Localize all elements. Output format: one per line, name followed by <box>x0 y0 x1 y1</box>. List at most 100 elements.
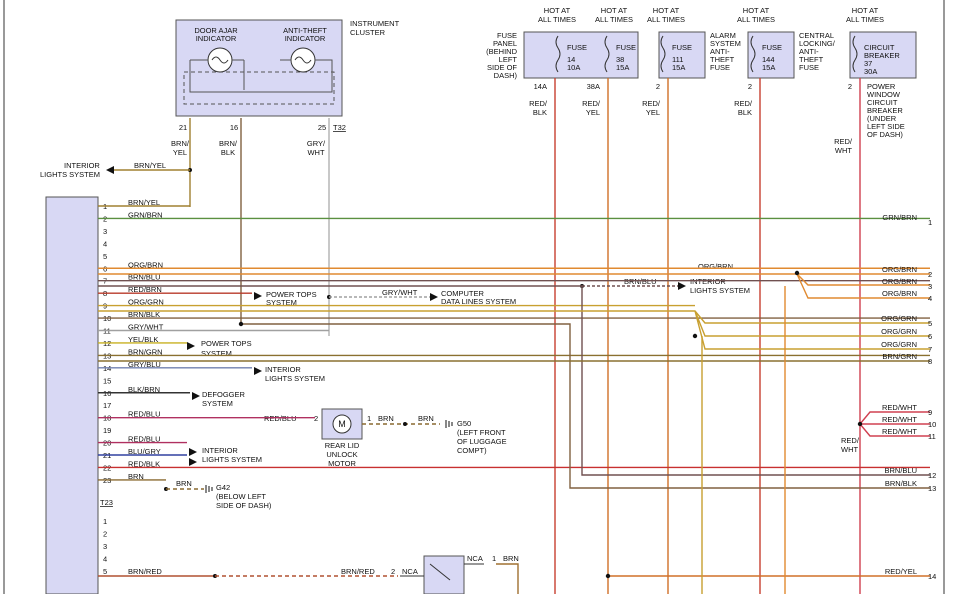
svg-text:ORG/BRN: ORG/BRN <box>882 277 917 286</box>
module-pin-9: 9ORG/GRN <box>103 298 164 311</box>
svg-text:LEFT SIDE: LEFT SIDE <box>867 122 905 131</box>
fuse-icon <box>660 35 666 73</box>
dest-defogger-1: DEFOGGER <box>202 390 246 399</box>
svg-text:ORG/GRN: ORG/GRN <box>881 327 917 336</box>
svg-text:5: 5 <box>928 319 932 328</box>
svg-text:6: 6 <box>928 332 932 341</box>
ground-icon <box>445 420 453 428</box>
svg-text:BRN/GRN: BRN/GRN <box>882 352 917 361</box>
svg-text:1: 1 <box>928 218 932 227</box>
svg-text:SIDE OF: SIDE OF <box>487 63 517 72</box>
svg-text:ORG/BRN: ORG/BRN <box>882 289 917 298</box>
antitheft-label-1: ANTI-THEFT <box>283 26 327 35</box>
svg-text:15A: 15A <box>762 63 775 72</box>
lower-pin: 2 <box>103 530 107 539</box>
module-pin-13: 13BRN/GRN <box>103 347 163 360</box>
svg-text:HOT AT: HOT AT <box>601 6 628 15</box>
module-pin-23: 23BRN <box>103 472 144 485</box>
svg-text:ALARM: ALARM <box>710 31 736 40</box>
svg-text:9: 9 <box>928 408 932 417</box>
svg-text:RED/WHT: RED/WHT <box>882 415 917 424</box>
module-pin-16: 16BLK/BRN <box>103 385 160 398</box>
fuse-icon <box>750 35 756 73</box>
module-pin-4: 4 <box>103 239 107 248</box>
svg-text:4: 4 <box>103 239 107 248</box>
module-pin-3: 3 <box>103 227 107 236</box>
dest-interior-a1: INTERIOR <box>265 365 301 374</box>
svg-text:RED/: RED/ <box>834 137 853 146</box>
svg-text:17: 17 <box>103 401 111 410</box>
svg-text:19: 19 <box>103 426 111 435</box>
dest-interior-r2: LIGHTS SYSTEM <box>690 286 750 295</box>
svg-text:1: 1 <box>367 414 371 423</box>
interior-top-1: INTERIOR <box>64 161 100 170</box>
svg-text:RED/WHT: RED/WHT <box>882 427 917 436</box>
red-wht-mid: RED/ <box>841 436 860 445</box>
svg-text:10: 10 <box>928 420 936 429</box>
breaker-label: POWER WINDOW CIRCUIT BREAKER (UNDER LEFT… <box>867 82 905 139</box>
svg-text:14A: 14A <box>534 82 547 91</box>
fuse-icon <box>604 35 610 73</box>
g42-label: (BELOW LEFT <box>216 492 266 501</box>
svg-text:(UNDER: (UNDER <box>867 114 897 123</box>
svg-text:BRN: BRN <box>128 472 144 481</box>
nca-label-2: NCA <box>402 567 418 576</box>
module-pin-2: 2GRN/BRN <box>103 210 163 223</box>
rear-lid-motor: M 2 1 REAR LID UNLOCK MOTOR RED/BLU BRN … <box>264 408 434 468</box>
svg-text:PANEL: PANEL <box>493 39 517 48</box>
svg-text:BRN/GRN: BRN/GRN <box>128 347 163 356</box>
svg-text:RED/WHT: RED/WHT <box>882 403 917 412</box>
brn-yel-label: BRN/YEL <box>134 161 166 170</box>
g50-label: COMPT) <box>457 446 487 455</box>
wire-label: YEL <box>173 148 187 157</box>
svg-text:38: 38 <box>616 55 624 64</box>
svg-text:2: 2 <box>656 82 660 91</box>
svg-text:OF DASH): OF DASH) <box>867 130 903 139</box>
svg-text:RED/BLK: RED/BLK <box>128 459 160 468</box>
svg-text:3: 3 <box>928 282 932 291</box>
dest-computer-1: COMPUTER <box>441 289 485 298</box>
svg-text:WINDOW: WINDOW <box>867 90 901 99</box>
connector-t23: T23 <box>100 498 113 507</box>
svg-text:ORG/GRN: ORG/GRN <box>881 340 917 349</box>
svg-text:CIRCUIT: CIRCUIT <box>864 43 895 52</box>
dest-computer-2: DATA LINES SYSTEM <box>441 297 516 306</box>
svg-text:BRN/BLK: BRN/BLK <box>885 479 917 488</box>
cluster-pin-25: 25 <box>318 123 326 132</box>
svg-text:MOTOR: MOTOR <box>328 459 356 468</box>
svg-text:HOT AT: HOT AT <box>852 6 879 15</box>
svg-text:ALL TIMES: ALL TIMES <box>737 15 775 24</box>
svg-text:8: 8 <box>928 357 932 366</box>
svg-text:POWER: POWER <box>867 82 896 91</box>
bottom-pin: 1 <box>492 554 496 563</box>
dest-interior-b2: LIGHTS SYSTEM <box>202 455 262 464</box>
svg-text:THEFT: THEFT <box>710 55 735 64</box>
svg-text:(BEHIND: (BEHIND <box>486 47 517 56</box>
svg-text:RED/: RED/ <box>529 99 548 108</box>
output-9: RED/WHT 9 <box>882 403 932 417</box>
dest-power-tops-b1: POWER TOPS <box>201 339 252 348</box>
svg-text:BLK: BLK <box>533 108 547 117</box>
wire-label: WHT <box>307 148 324 157</box>
module-pin-14: 14GRY/BLU <box>103 360 161 373</box>
svg-text:BRN: BRN <box>378 414 394 423</box>
bottom-brn: BRN <box>503 554 519 563</box>
svg-text:ANTI-: ANTI- <box>799 47 819 56</box>
svg-text:HOT AT: HOT AT <box>544 6 571 15</box>
svg-text:BREAKER: BREAKER <box>867 106 903 115</box>
wire-label: GRY/ <box>307 139 326 148</box>
svg-text:CIRCUIT: CIRCUIT <box>867 98 898 107</box>
cluster-pin-21: 21 <box>179 123 187 132</box>
svg-text:2: 2 <box>748 82 752 91</box>
svg-text:ORG/GRN: ORG/GRN <box>128 298 164 307</box>
connector-t32: T32 <box>333 123 346 132</box>
svg-text:YEL: YEL <box>586 108 600 117</box>
svg-text:ALL TIMES: ALL TIMES <box>647 15 685 24</box>
